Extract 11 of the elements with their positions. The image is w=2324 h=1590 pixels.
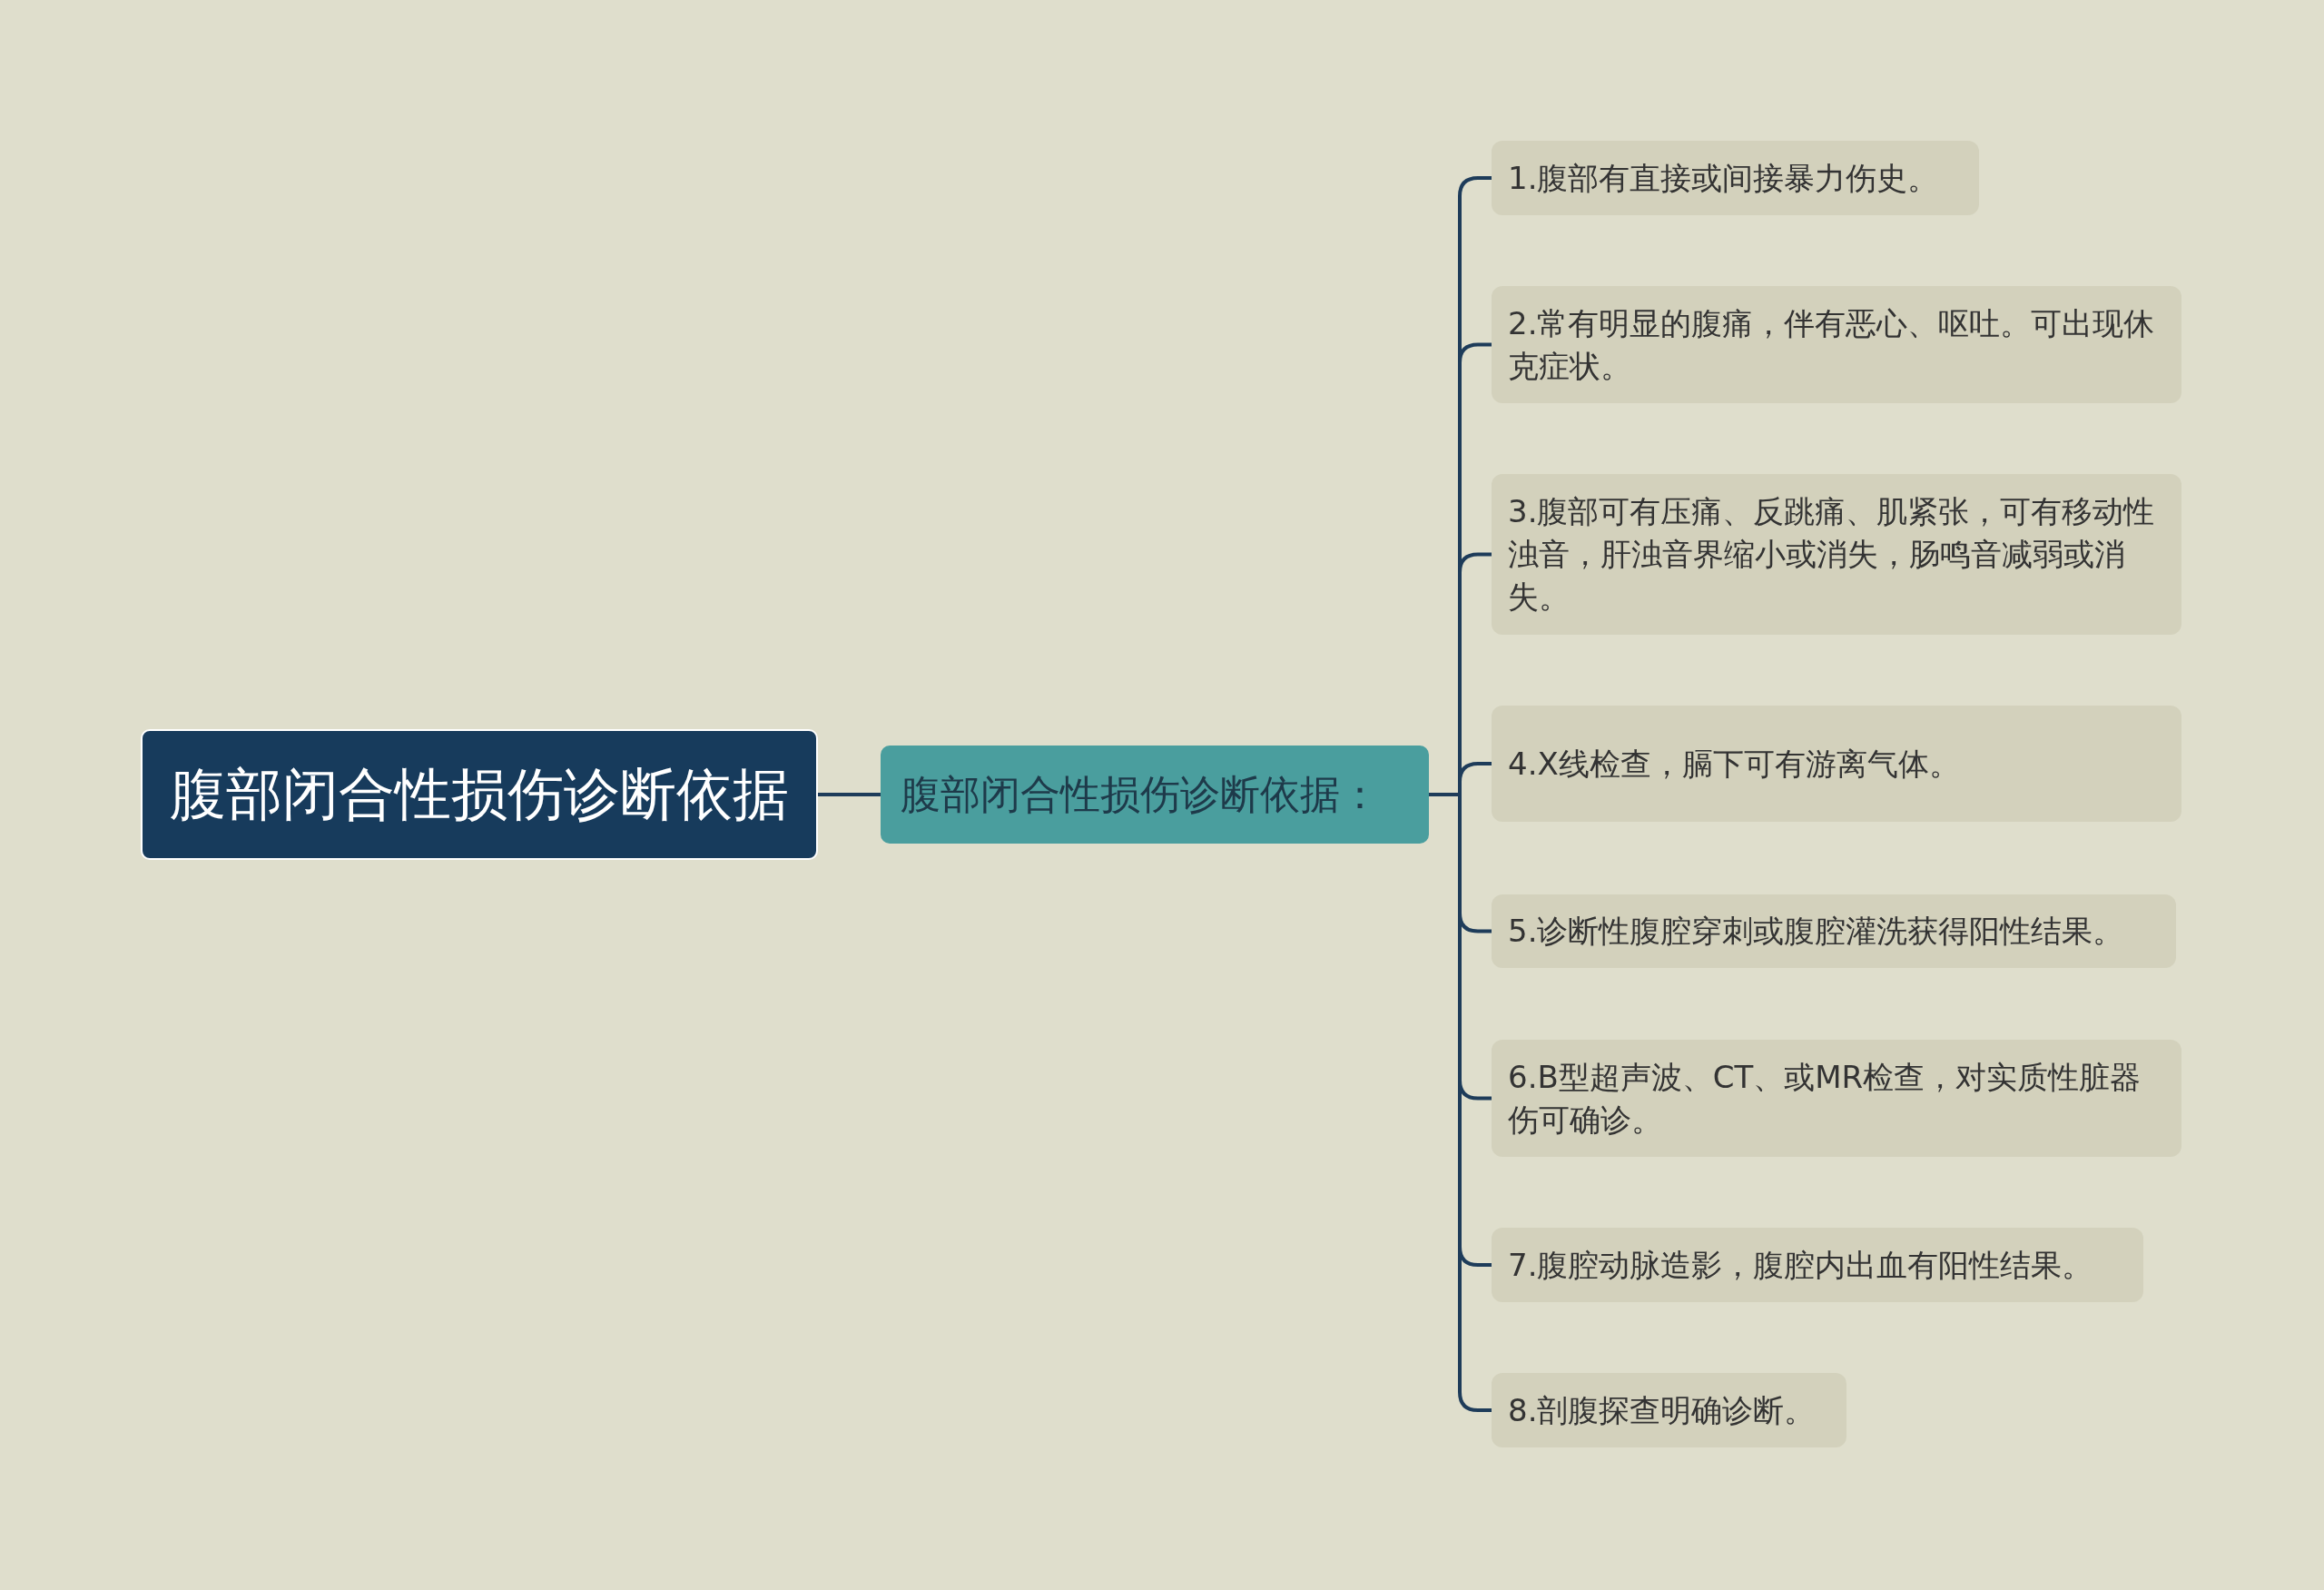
topic-box: 2.常有明显的腹痛，伴有恶心、呕吐。可出现休克症状。: [1492, 286, 2181, 403]
topic-box: 3.腹部可有压痛、反跳痛、肌紧张，可有移动性浊音，肝浊音界缩小或消失，肠鸣音减弱或消失。: [1492, 474, 2181, 635]
topic-box: 1.腹部有直接或间接暴力伤史。: [1492, 141, 1979, 215]
connector-line: [818, 793, 881, 796]
topic-box: 5.诊断性腹腔穿刺或腹腔灌洗获得阳性结果。: [1492, 894, 2176, 968]
root-topic-box: 腹部闭合性损伤诊断依据: [141, 729, 818, 860]
topic-box: 7.腹腔动脉造影，腹腔内出血有阳性结果。: [1492, 1228, 2143, 1302]
topic-box: 8.剖腹探查明确诊断。: [1492, 1373, 1846, 1447]
topic-box: 4.X线检查，膈下可有游离气体。: [1492, 706, 2181, 822]
topic-box: 6.B型超声波、CT、或MR检查，对实质性脏器伤可确诊。: [1492, 1040, 2181, 1157]
subtopic-box: 腹部闭合性损伤诊断依据：: [881, 746, 1429, 844]
